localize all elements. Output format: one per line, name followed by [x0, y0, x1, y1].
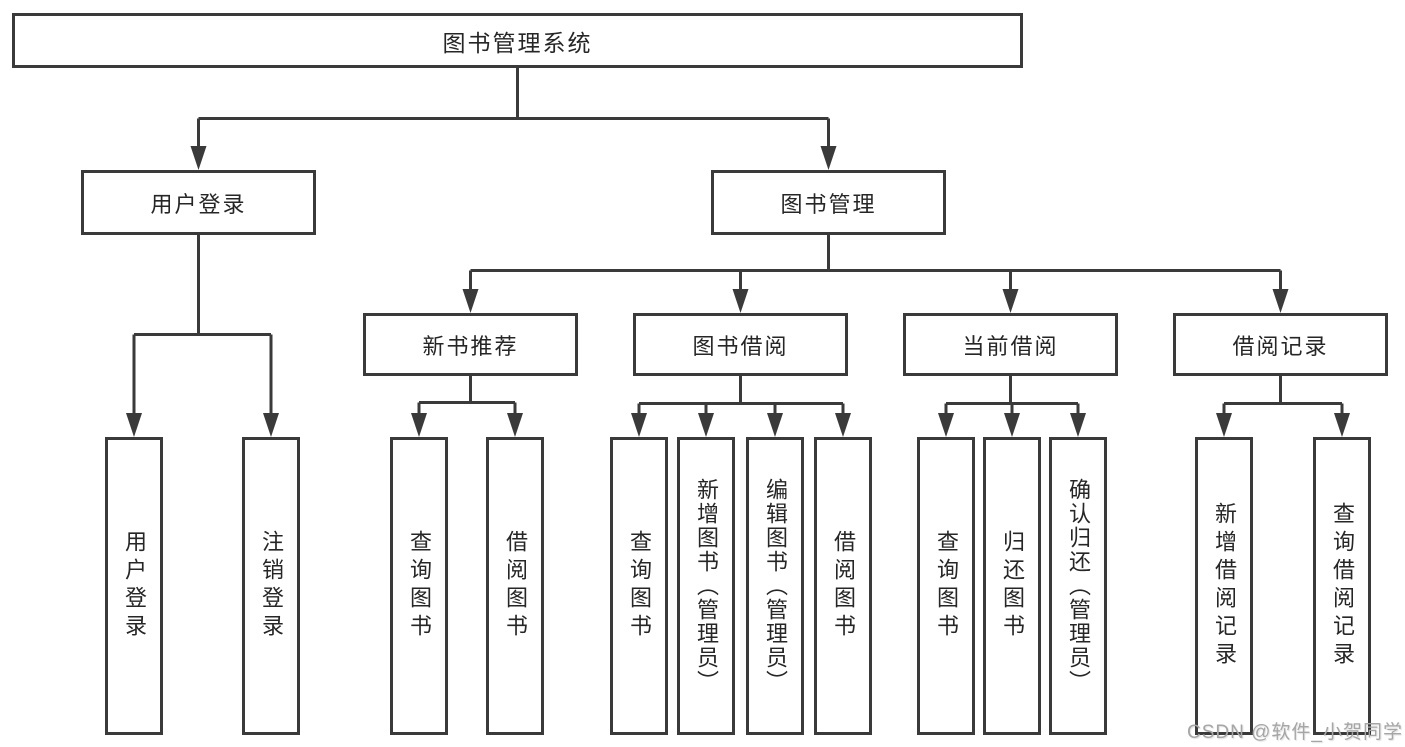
leaf-query-books-current: 查询图书 — [917, 437, 975, 735]
leaf-confirm-return-admin: 确认归还（管理员） — [1049, 437, 1107, 735]
leaf-query-books-borrow: 查询图书 — [610, 437, 668, 735]
leaf-borrow-books: 借阅图书 — [814, 437, 872, 735]
node-book-borrow: 图书借阅 — [633, 313, 848, 376]
leaf-add-borrow-record: 新增借阅记录 — [1195, 437, 1253, 735]
node-library-management-system: 图书管理系统 — [12, 13, 1023, 68]
csdn-watermark: CSDN @软件_小贺同学 — [1187, 722, 1403, 743]
node-new-book-recommend: 新书推荐 — [363, 313, 578, 376]
node-book-management: 图书管理 — [711, 170, 946, 235]
leaf-query-borrow-record: 查询借阅记录 — [1313, 437, 1371, 735]
leaf-logout: 注销登录 — [242, 437, 300, 735]
leaf-query-books-recommend: 查询图书 — [390, 437, 448, 735]
leaf-add-books-admin: 新增图书（管理员） — [677, 437, 735, 735]
leaf-edit-books-admin: 编辑图书（管理员） — [746, 437, 804, 735]
node-borrow-records: 借阅记录 — [1173, 313, 1388, 376]
leaf-borrow-books-recommend: 借阅图书 — [486, 437, 544, 735]
leaf-user-login: 用户登录 — [105, 437, 163, 735]
node-current-borrow: 当前借阅 — [903, 313, 1118, 376]
node-user-login: 用户登录 — [81, 170, 316, 235]
leaf-return-books: 归还图书 — [983, 437, 1041, 735]
